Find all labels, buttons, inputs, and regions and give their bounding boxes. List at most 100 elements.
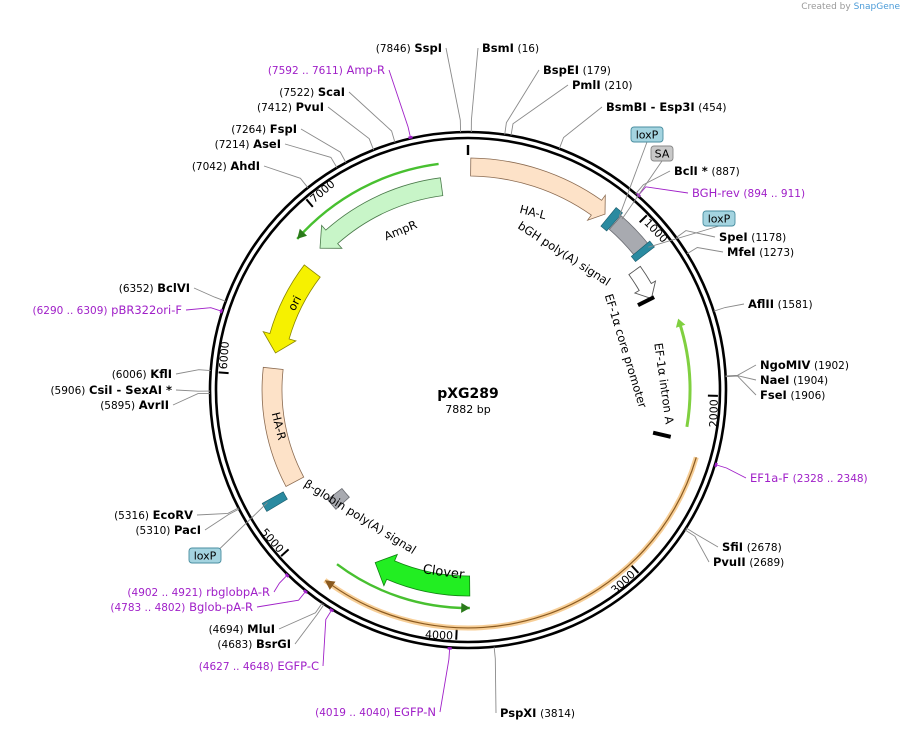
amp-r-site-label[interactable]: (7592 .. 7611) Amp-R	[268, 63, 385, 77]
ha-l-label: HA-L	[518, 202, 548, 222]
egfp-n-leader	[439, 647, 451, 713]
kfli-position: (6006)	[112, 369, 147, 381]
orange-arc-feature[interactable]	[323, 456, 699, 631]
avrii-site-label[interactable]: (5895) AvrII	[100, 398, 169, 412]
ampr-thin-arc	[296, 162, 439, 240]
loxp-3-box[interactable]	[188, 547, 222, 564]
aflii-leader	[713, 303, 745, 312]
fsei-leader	[725, 375, 757, 396]
csii-leader	[175, 389, 211, 392]
ha-r-label: HA-R	[269, 411, 289, 442]
egfp-n-site-label[interactable]: (4019 .. 4040) EGFP-N	[315, 705, 436, 719]
pvui-site-label[interactable]: (7412) PvuI	[257, 100, 324, 114]
fsei-site-label[interactable]: FseI (1906)	[760, 388, 825, 402]
scai-position: (7522)	[279, 87, 314, 99]
spei-site-label[interactable]: SpeI (1178)	[719, 230, 786, 244]
sa-leader	[621, 160, 663, 220]
sa-box[interactable]	[650, 145, 674, 162]
sspi-leader	[445, 47, 462, 133]
fspi-site-label[interactable]: (7264) FspI	[231, 122, 297, 136]
kfli-site-label[interactable]: (6006) KflI	[112, 367, 172, 381]
loxp-feature-2[interactable]	[630, 240, 655, 263]
ef1a-f-site-label[interactable]: EF1a-F (2328 .. 2348)	[750, 471, 868, 485]
bsmi-name: BsmI	[482, 41, 514, 55]
scai-leader	[348, 91, 396, 143]
ampr-label: AmpR	[382, 217, 419, 243]
bgh-rev-leader	[637, 186, 689, 197]
loxp-feature-3[interactable]	[261, 491, 288, 512]
bsmi-site-label[interactable]: BsmI (16)	[482, 41, 539, 55]
bspei-name: BspEI	[543, 63, 579, 77]
naei-position: (1904)	[793, 375, 828, 387]
ef1a-core-promoter-feature[interactable]	[628, 265, 657, 300]
bgh-rev-site-label[interactable]: BGH-rev (894 .. 911)	[692, 186, 805, 200]
bcli-site-label[interactable]: BclI * (887)	[674, 164, 740, 178]
ef1a-intron-feature[interactable]	[677, 321, 692, 428]
csii-site-label[interactable]: (5906) CsiI - SexAI *	[50, 383, 172, 397]
loxp-feature-1[interactable]	[600, 207, 623, 232]
pmli-leader	[510, 84, 569, 136]
egfp-c-site-label[interactable]: (4627 .. 4648) EGFP-C	[199, 659, 319, 673]
loxp-2-box[interactable]	[702, 210, 736, 227]
scai-site-label[interactable]: (7522) ScaI	[279, 85, 345, 99]
mlui-site-label[interactable]: (4694) MluI	[209, 622, 275, 636]
ampr-thin-arrowhead	[297, 228, 307, 239]
beta-globin-feature[interactable]	[327, 487, 350, 510]
avrii-leader	[172, 392, 211, 406]
pbr322ori-f-name: pBR322ori-F	[111, 303, 182, 317]
egfp-c-name: EGFP-C	[277, 659, 319, 673]
pmli-site-label[interactable]: PmlI (210)	[572, 78, 633, 92]
rbglobpa-r-site-label[interactable]: (4902 .. 4921) rbglobpA-R	[127, 585, 270, 599]
pbr322ori-f-bind-mark	[219, 308, 224, 314]
ha-r-feature[interactable]	[261, 366, 305, 488]
ef1a-intron-arrowhead	[675, 318, 686, 328]
tick-mark-5000	[280, 548, 290, 557]
bsrgi-site-label[interactable]: (4683) BsrGI	[217, 637, 291, 651]
pvuii-name: PvuII	[713, 555, 746, 569]
ori-label: ori	[285, 293, 304, 313]
ahdi-site-label[interactable]: (7042) AhdI	[192, 159, 260, 173]
paci-site-label[interactable]: (5310) PacI	[135, 523, 201, 537]
loxp-1-leader	[618, 141, 648, 217]
avrii-name: AvrII	[139, 398, 169, 412]
fsei-position: (1906)	[790, 390, 825, 402]
naei-site-label[interactable]: NaeI (1904)	[760, 373, 828, 387]
tick-label-4000: 4000	[425, 628, 454, 642]
bspei-site-label[interactable]: BspEI (179)	[543, 63, 611, 77]
bclvi-name: BclVI	[157, 281, 190, 295]
asei-site-label[interactable]: (7214) AseI	[215, 137, 281, 151]
clover-feature[interactable]	[374, 553, 471, 597]
bglob-pa-r-site-label[interactable]: (4783 .. 4802) Bglob-pA-R	[110, 600, 253, 614]
mlui-leader	[278, 602, 323, 630]
pspxi-leader	[493, 646, 497, 714]
egfp-c-position: (4627 .. 4648)	[199, 661, 274, 673]
pspxi-site-label[interactable]: PspXI (3814)	[500, 706, 575, 720]
pbr322ori-f-site-label[interactable]: (6290 .. 6309) pBR322ori-F	[32, 303, 182, 317]
ecorv-name: EcoRV	[153, 508, 193, 522]
clover-thin-arc	[336, 563, 470, 610]
ngomiv-site-label[interactable]: NgoMIV (1902)	[760, 358, 849, 372]
pvuii-leader	[684, 529, 710, 563]
sspi-site-label[interactable]: (7846) SspI	[376, 41, 442, 55]
clover-thin-arrowhead	[461, 602, 470, 613]
plasmid-name: pXG289	[437, 386, 499, 402]
bclvi-position: (6352)	[119, 283, 154, 295]
sfii-leader	[685, 527, 719, 548]
pvuii-site-label[interactable]: PvuII (2689)	[713, 555, 784, 569]
naei-name: NaeI	[760, 373, 789, 387]
mfei-name: MfeI	[727, 245, 756, 259]
sspi-position: (7846)	[376, 43, 411, 55]
bsrgi-leader	[294, 603, 325, 645]
sfii-site-label[interactable]: SfiI (2678)	[722, 540, 782, 554]
mfei-site-label[interactable]: MfeI (1273)	[727, 245, 794, 259]
ecorv-site-label[interactable]: (5316) EcoRV	[114, 508, 193, 522]
bsmbi-site-label[interactable]: BsmBI - Esp3I (454)	[606, 100, 727, 114]
ampr-feature[interactable]	[319, 177, 444, 249]
ha-l-feature[interactable]	[470, 157, 606, 222]
bgh-rev-position: (894 .. 911)	[743, 188, 805, 200]
bclvi-site-label[interactable]: (6352) BclVI	[119, 281, 190, 295]
ori-feature[interactable]	[262, 264, 321, 354]
aflii-site-label[interactable]: AflII (1581)	[748, 297, 813, 311]
loxp-1-box[interactable]	[630, 126, 664, 143]
